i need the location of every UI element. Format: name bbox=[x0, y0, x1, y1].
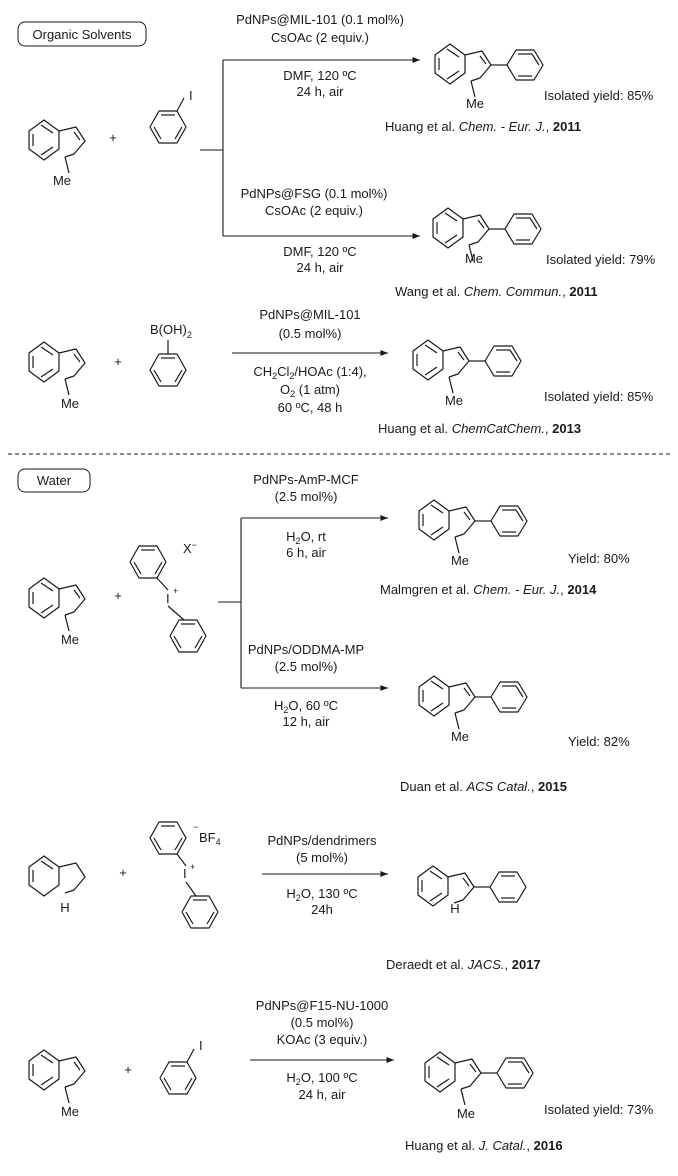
iodonium-phenyl-bottom bbox=[169, 619, 207, 653]
r6-reactant-indoline bbox=[28, 855, 86, 897]
r2-catalyst: PdNPs@FSG (0.1 mol%) bbox=[241, 186, 388, 201]
r6-product bbox=[417, 865, 527, 907]
r6-iodonium-phenyl-top bbox=[149, 821, 187, 855]
r4-yield: Yield: 80% bbox=[568, 551, 630, 566]
r2-reference: Wang et al. Chem. Commun., 2011 bbox=[395, 284, 598, 299]
r3-yield: Isolated yield: 85% bbox=[544, 389, 654, 404]
iodonium-charge: + bbox=[173, 586, 178, 596]
r2-time: 24 h, air bbox=[297, 260, 345, 275]
r3-boronic-label: B(OH)2 bbox=[150, 322, 192, 340]
r5-catalyst: PdNPs/ODDMA-MP bbox=[248, 642, 364, 657]
r1-product bbox=[434, 43, 544, 98]
counterion-x: X− bbox=[183, 540, 197, 556]
r7-time: 24 h, air bbox=[299, 1087, 347, 1102]
reactant-iodobenzene-ring bbox=[149, 110, 187, 144]
section-label-water: Water bbox=[37, 473, 72, 488]
r3-phenylboronic-ring bbox=[149, 353, 187, 387]
counterion-bf4: BF4 bbox=[199, 830, 221, 847]
iodonium-charge: + bbox=[190, 862, 195, 872]
r3-temp-time: 60 ºC, 48 h bbox=[278, 400, 343, 415]
methyl-label: Me bbox=[53, 173, 71, 188]
r7-solvent: H2O, 100 ºC bbox=[286, 1070, 357, 1087]
section-box-organic bbox=[17, 21, 147, 47]
r1-solvent: DMF, 120 ºC bbox=[283, 68, 356, 83]
r4-product bbox=[418, 499, 528, 554]
r3-oxidant: O2 (1 atm) bbox=[280, 382, 340, 399]
r4-time: 6 h, air bbox=[286, 545, 326, 560]
r3-catalyst: PdNPs@MIL-101 bbox=[259, 307, 360, 322]
iodonium-phenyl-top bbox=[129, 545, 167, 579]
r2-solvent: DMF, 120 ºC bbox=[283, 244, 356, 259]
iodine-label: I bbox=[199, 1038, 203, 1053]
r2-base: CsOAc (2 equiv.) bbox=[265, 203, 363, 218]
methyl-label: Me bbox=[451, 729, 469, 744]
r1-reference: Huang et al. Chem. - Eur. J., 2011 bbox=[385, 119, 581, 134]
r5-solvent: H2O, 60 ºC bbox=[274, 698, 338, 715]
r5-yield: Yield: 82% bbox=[568, 734, 630, 749]
methyl-label: Me bbox=[61, 632, 79, 647]
r7-base: KOAc (3 equiv.) bbox=[277, 1032, 368, 1047]
r5-product bbox=[418, 675, 528, 730]
iodonium-iodine: I bbox=[166, 591, 170, 606]
r1-time: 24 h, air bbox=[297, 84, 345, 99]
r1-yield: Isolated yield: 85% bbox=[544, 88, 654, 103]
r7-reactant-n-methylindole bbox=[28, 1049, 86, 1104]
methyl-label: Me bbox=[61, 1104, 79, 1119]
counterion-charge: − bbox=[193, 822, 198, 832]
r7-reference: Huang et al. J. Catal., 2016 bbox=[405, 1138, 563, 1153]
r3-loading: (0.5 mol%) bbox=[279, 326, 342, 341]
iodine-label: I bbox=[189, 88, 193, 103]
r7-product bbox=[424, 1051, 534, 1106]
r4-catalyst: PdNPs-AmP-MCF bbox=[253, 472, 359, 487]
r5-loading: (2.5 mol%) bbox=[275, 659, 338, 674]
r1-catalyst: PdNPs@MIL-101 (0.1 mol%) bbox=[236, 12, 404, 27]
plus-sign: + bbox=[114, 588, 122, 603]
r4-loading: (2.5 mol%) bbox=[275, 489, 338, 504]
methyl-label: Me bbox=[465, 251, 483, 266]
reactant-n-methylindole bbox=[28, 119, 86, 174]
methyl-label: Me bbox=[451, 553, 469, 568]
r7-iodobenzene-ring bbox=[159, 1061, 197, 1095]
r6-solvent: H2O, 130 ºC bbox=[286, 886, 357, 903]
r6-reference: Deraedt et al. JACS., 2017 bbox=[386, 957, 541, 972]
methyl-label: Me bbox=[457, 1106, 475, 1121]
r45-reactant-n-methylindole bbox=[28, 577, 86, 632]
r5-reference: Duan et al. ACS Catal., 2015 bbox=[400, 779, 567, 794]
iodonium-iodine: I bbox=[183, 866, 187, 881]
r7-yield: Isolated yield: 73% bbox=[544, 1102, 654, 1117]
r3-reactant-n-methylindole bbox=[28, 341, 86, 396]
r6-catalyst: PdNPs/dendrimers bbox=[267, 833, 377, 848]
plus-sign: + bbox=[119, 865, 127, 880]
r5-time: 12 h, air bbox=[283, 714, 331, 729]
r6-loading: (5 mol%) bbox=[296, 850, 348, 865]
methyl-label: Me bbox=[466, 96, 484, 111]
r1-base: CsOAc (2 equiv.) bbox=[271, 30, 369, 45]
r6-time: 24h bbox=[311, 902, 333, 917]
r3-solvent: CH2Cl2/HOAc (1:4), bbox=[253, 364, 366, 381]
nh-label: H bbox=[450, 901, 459, 916]
r7-catalyst: PdNPs@F15-NU-1000 bbox=[256, 998, 388, 1013]
plus-sign: + bbox=[124, 1062, 132, 1077]
methyl-label: Me bbox=[445, 393, 463, 408]
section-box-water bbox=[17, 468, 91, 493]
plus-sign: + bbox=[109, 130, 117, 145]
r4-reference: Malmgren et al. Chem. - Eur. J., 2014 bbox=[380, 582, 597, 597]
r4-solvent: H2O, rt bbox=[286, 529, 326, 546]
r2-yield: Isolated yield: 79% bbox=[546, 252, 656, 267]
r3-product bbox=[412, 339, 522, 394]
nh-label: H bbox=[60, 900, 69, 915]
r3-reference: Huang et al. ChemCatChem., 2013 bbox=[378, 421, 581, 436]
r2-product bbox=[432, 207, 542, 262]
plus-sign: + bbox=[114, 354, 122, 369]
methyl-label: Me bbox=[61, 396, 79, 411]
r6-iodonium-phenyl-bottom bbox=[181, 895, 219, 929]
r7-loading: (0.5 mol%) bbox=[291, 1015, 354, 1030]
section-label-organic: Organic Solvents bbox=[33, 27, 132, 42]
